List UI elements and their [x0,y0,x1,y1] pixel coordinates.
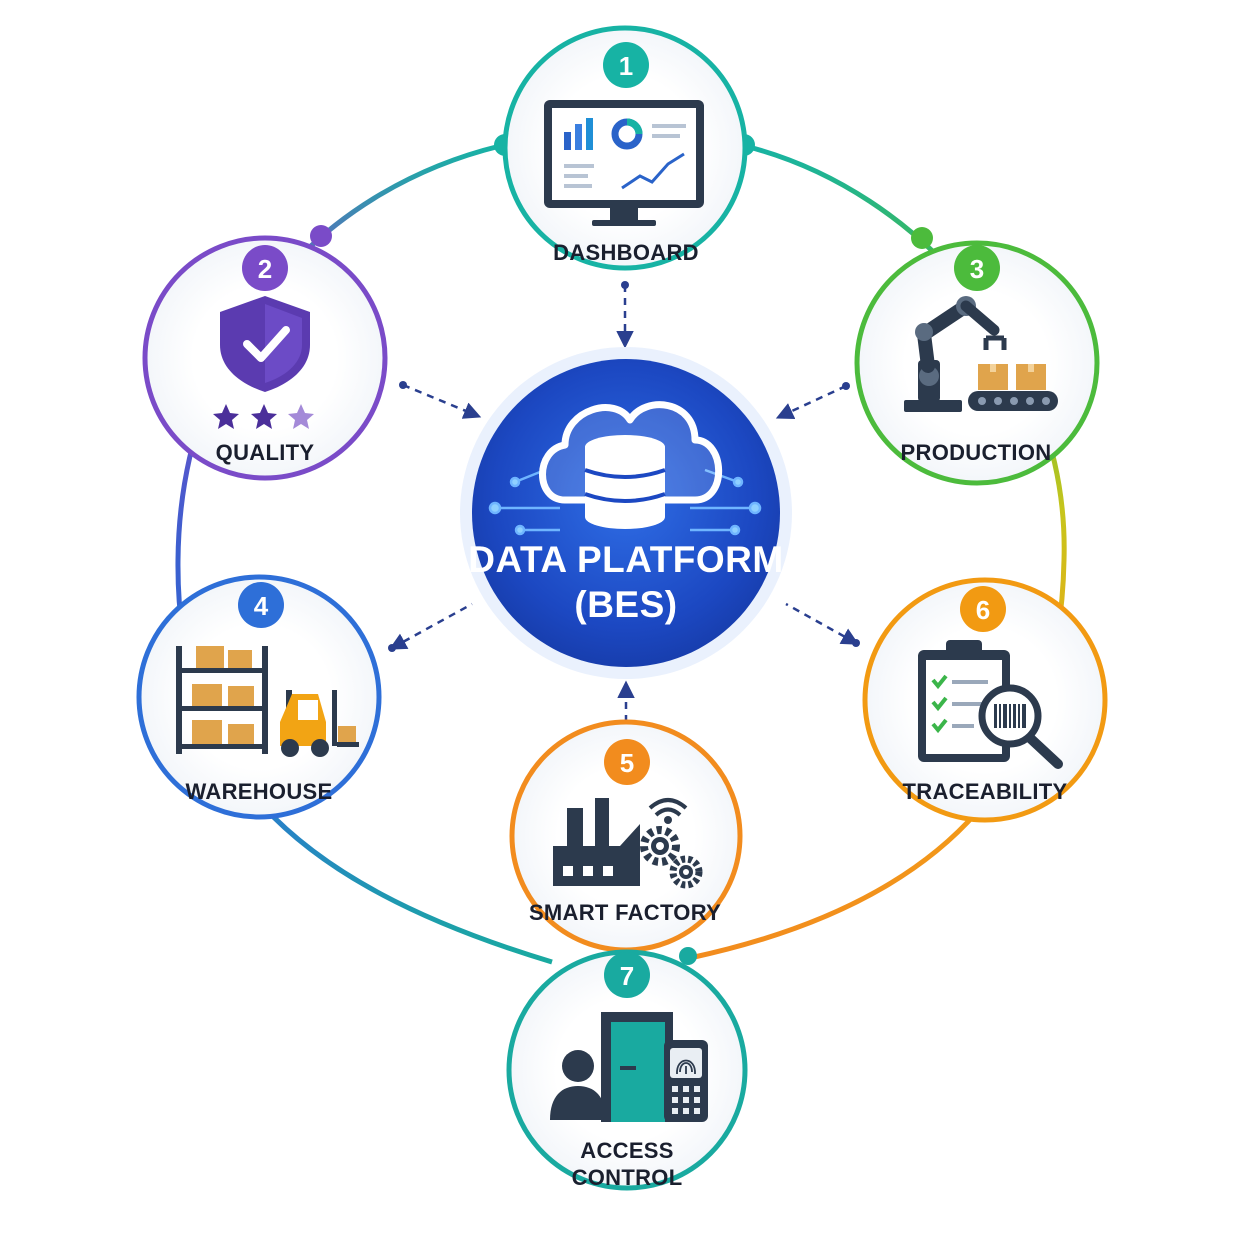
ring-node-4 [911,227,933,249]
label-quality: QUALITY [216,440,315,465]
module-traceability[interactable]: 6 TRACEABILITY [862,577,1108,823]
label-access-control-line2: CONTROL [572,1165,683,1190]
label-warehouse: WAREHOUSE [186,779,333,804]
badge-warehouse [238,582,284,628]
badge-number-production: 3 [970,254,984,284]
clipboard-barcode-icon [918,640,1063,769]
connector-traceability [785,602,860,645]
badge-traceability [960,586,1006,632]
factory-gears-icon [553,798,703,889]
label-traceability: TRACEABILITY [903,779,1068,804]
center-hub[interactable]: DATA PLATFORM (BES) [460,347,792,679]
label-smart-factory: SMART FACTORY [529,900,721,925]
module-warehouse[interactable]: 4 WAREHOUSE [136,574,382,820]
badge-access-control [604,952,650,998]
badge-number-dashboard: 1 [619,51,633,81]
badge-number-warehouse: 4 [254,591,269,621]
label-dashboard: DASHBOARD [553,240,699,265]
center-title-line2: (BES) [574,584,677,625]
badge-number-quality: 2 [258,254,272,284]
module-dashboard[interactable]: 1 DASHBOARD [502,25,748,271]
shield-check-icon [220,296,310,392]
module-smart-factory[interactable]: 5 SMART FACTORY [509,719,743,953]
circuit-lines [488,468,762,536]
badge-production [954,245,1000,291]
connector-warehouse [388,602,473,650]
monitor-analytics-icon [544,100,704,226]
module-production[interactable]: 3 PRODUCTION [854,240,1100,486]
badge-quality [242,245,288,291]
module-access-control[interactable]: 7 ACCESS CONTROL [506,949,748,1191]
ring-node-3 [310,225,332,247]
cloud-database-icon [539,401,723,529]
center-title-line1: DATA PLATFORM [468,539,783,580]
rating-stars-icon [213,404,314,429]
label-production: PRODUCTION [901,440,1052,465]
connector-production [775,384,847,420]
robot-arm-icon [904,296,1058,412]
door-fingerprint-icon [550,1012,708,1122]
badge-number-traceability: 6 [976,595,990,625]
module-quality[interactable]: 2 QUALITY [142,235,388,481]
badge-dashboard [603,42,649,88]
connectors [388,285,860,735]
ring-node-5 [679,947,697,965]
badge-smart-factory [604,739,650,785]
ring-right-arc [689,143,1067,961]
ring-left-arc [175,143,553,965]
connector-quality [402,383,482,419]
label-access-control-line1: ACCESS [580,1138,674,1163]
shelves-forklift-icon [176,646,359,757]
badge-number-access-control: 7 [620,961,634,991]
badge-number-smart-factory: 5 [620,748,634,778]
